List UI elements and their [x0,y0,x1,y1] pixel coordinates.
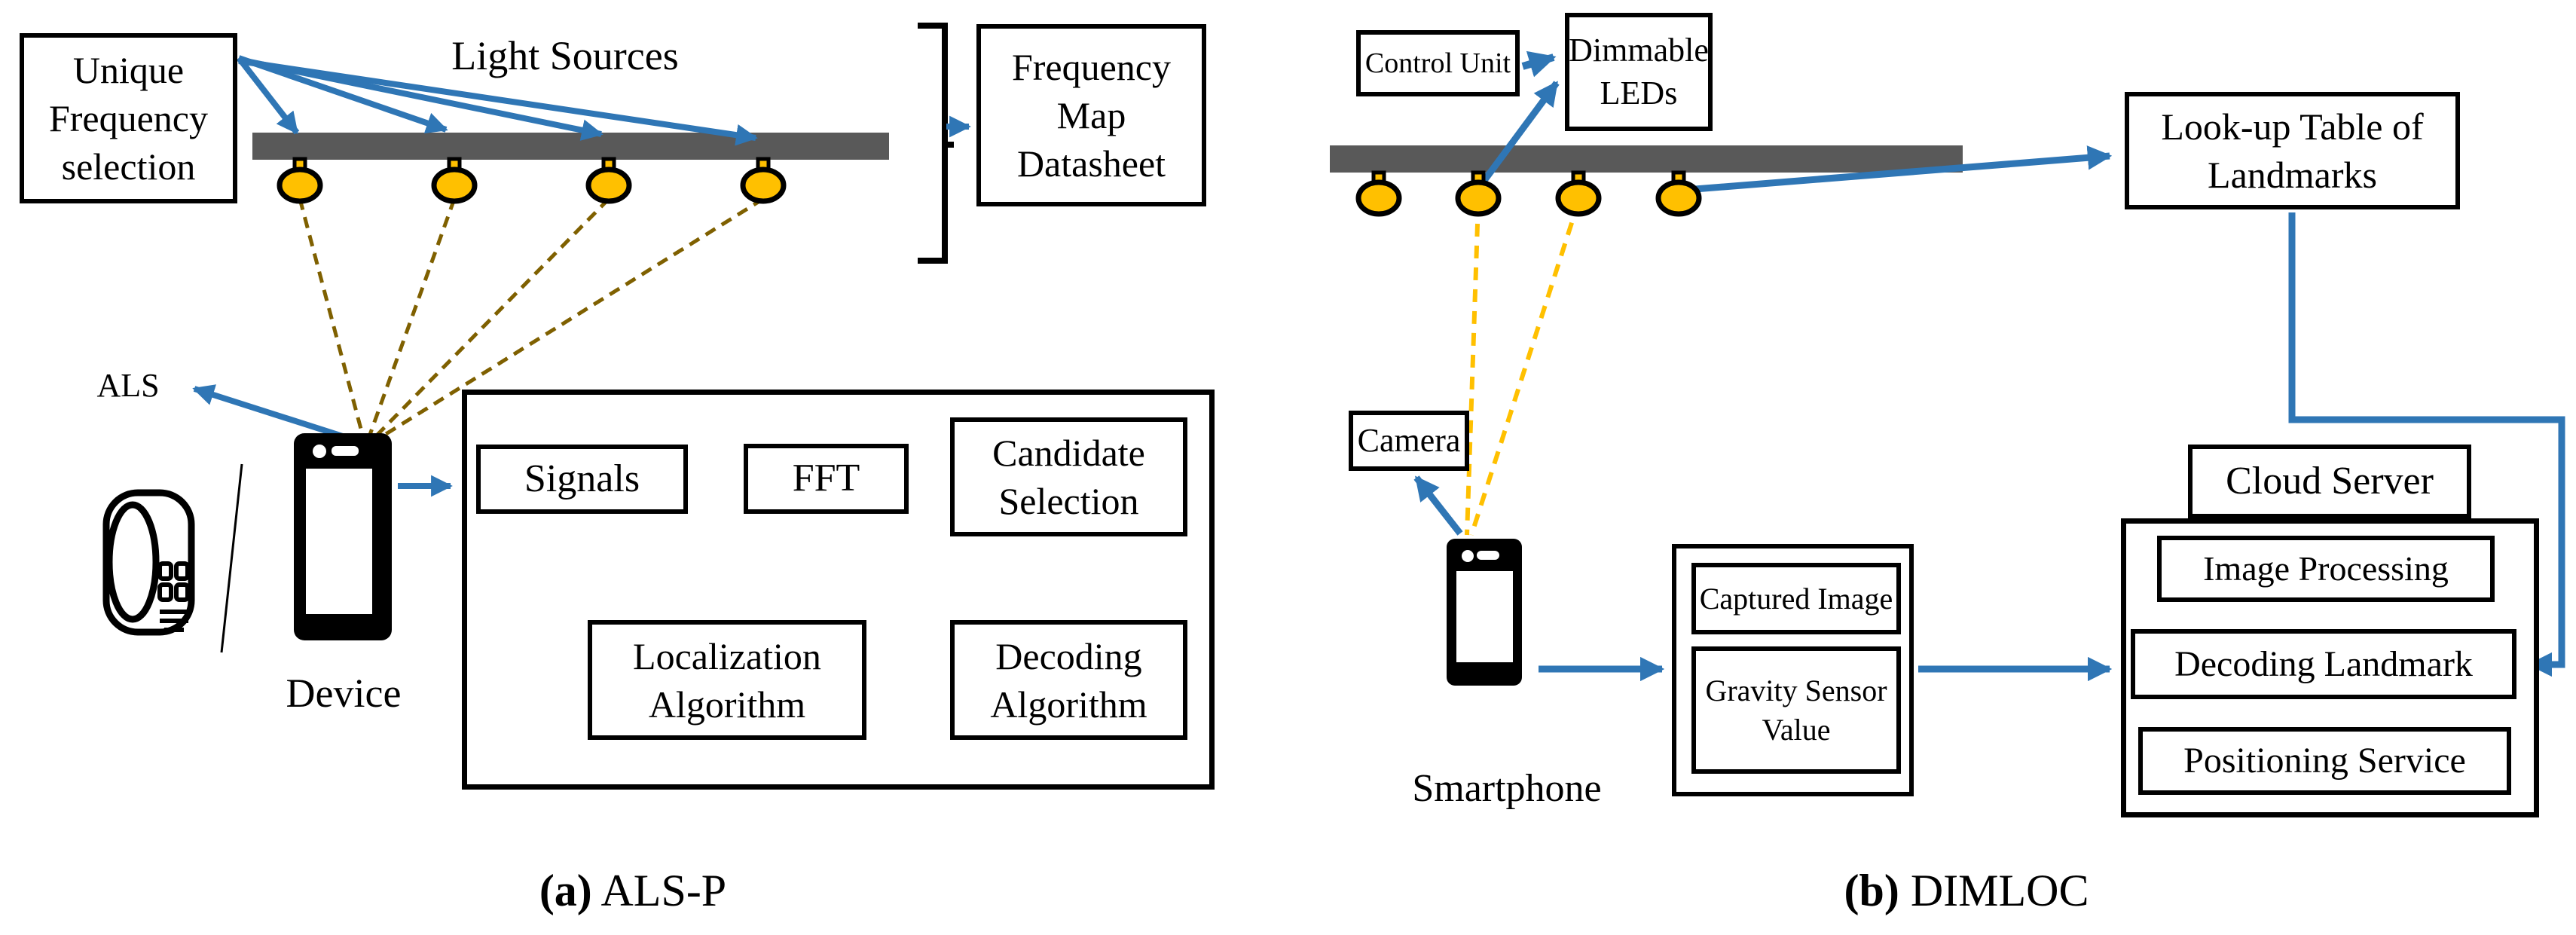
captured-image-label: Captured Image [1699,581,1893,616]
fft-label: FFT [792,457,860,500]
signals-box: Signals [476,445,688,514]
separator-slash [220,463,243,653]
smartwatch-icon [102,489,195,636]
decoding-algorithm-box: Decoding Algorithm [950,620,1187,740]
light-bulb-icon [1555,170,1602,217]
control-to-leds-arrow [1521,50,1557,78]
signals-label: Signals [524,457,640,500]
gravity-sensor-box: Gravity Sensor Value [1691,646,1901,774]
device-phone-icon [294,433,392,640]
dimmable-leds-label: Dimmable LEDs [1569,32,1709,112]
led-to-lookup-arrow [1685,145,2113,194]
led-to-dimmable-arrow [1478,81,1560,187]
light-bulb-icon [585,157,632,204]
light-beams-yellow [1465,201,1581,536]
light-bulb-icon [740,157,787,204]
light-bulb-icon [277,157,323,204]
als-label: ALS [96,367,160,404]
unique-frequency-selection-label: Unique Frequency selection [48,49,209,188]
lookup-table-label: Look-up Table of Landmarks [2161,105,2424,196]
localization-algorithm-box: Localization Algorithm [588,620,866,740]
cloud-server-title-box: Cloud Server [2188,445,2471,518]
captured-image-box: Captured Image [1691,563,1901,634]
lookup-to-decoding-connector [2288,212,2565,677]
phone-to-camera-arrow [1413,475,1463,536]
light-bulb-icon [1355,170,1402,217]
gravity-sensor-label: Gravity Sensor Value [1705,674,1887,747]
light-bulb-icon [1455,170,1502,217]
dimmable-leds-box: Dimmable LEDs [1565,13,1713,131]
decoding-landmark-box: Decoding Landmark [2131,629,2516,699]
caption-b-tag: (b) [1844,866,1899,915]
candidate-selection-label: Candidate Selection [992,432,1145,522]
camera-label: Camera [1357,421,1461,459]
localization-algorithm-label: Localization Algorithm [633,634,821,726]
control-unit-box: Control Unit [1356,30,1520,96]
cloud-server-label: Cloud Server [2226,459,2434,503]
ceiling-bar-right [1330,145,1963,173]
positioning-service-box: Positioning Service [2138,727,2511,795]
light-beams-olive [298,197,765,445]
light-bulb-icon [431,157,478,204]
fft-box: FFT [744,444,909,514]
image-processing-label: Image Processing [2203,548,2449,588]
caption-a: (a) ALS-P [452,865,814,917]
device-label: Device [286,671,402,716]
smartphone-icon [1447,539,1522,686]
frequency-map-datasheet-label: Frequency Map Datasheet [1011,46,1172,185]
caption-a-tag: (a) [539,866,592,915]
positioning-service-label: Positioning Service [2183,741,2466,781]
decoding-algorithm-label: Decoding Algorithm [990,634,1147,726]
control-unit-label: Control Unit [1364,47,1511,79]
frequency-map-datasheet-box: Frequency Map Datasheet [976,24,1206,206]
caption-b-name: DIMLOC [1899,866,2089,915]
ceiling-bar-left [252,133,889,160]
image-processing-box: Image Processing [2157,536,2495,602]
smartphone-label: Smartphone [1412,767,1602,810]
caption-b: (b) DIMLOC [1793,865,2140,917]
grouping-bracket [918,23,954,264]
light-sources-label: Light Sources [451,33,679,78]
frequency-assignment-arrows [236,55,758,146]
camera-box: Camera [1349,411,1469,471]
light-bulbs-left [277,157,787,204]
unique-frequency-selection-box: Unique Frequency selection [20,33,237,203]
lookup-table-box: Look-up Table of Landmarks [2125,92,2460,209]
light-bulbs-right [1355,170,1702,217]
light-bulb-icon [1655,170,1702,217]
caption-a-name: ALS-P [591,866,727,915]
candidate-selection-box: Candidate Selection [950,417,1187,536]
decoding-landmark-label: Decoding Landmark [2174,643,2473,684]
